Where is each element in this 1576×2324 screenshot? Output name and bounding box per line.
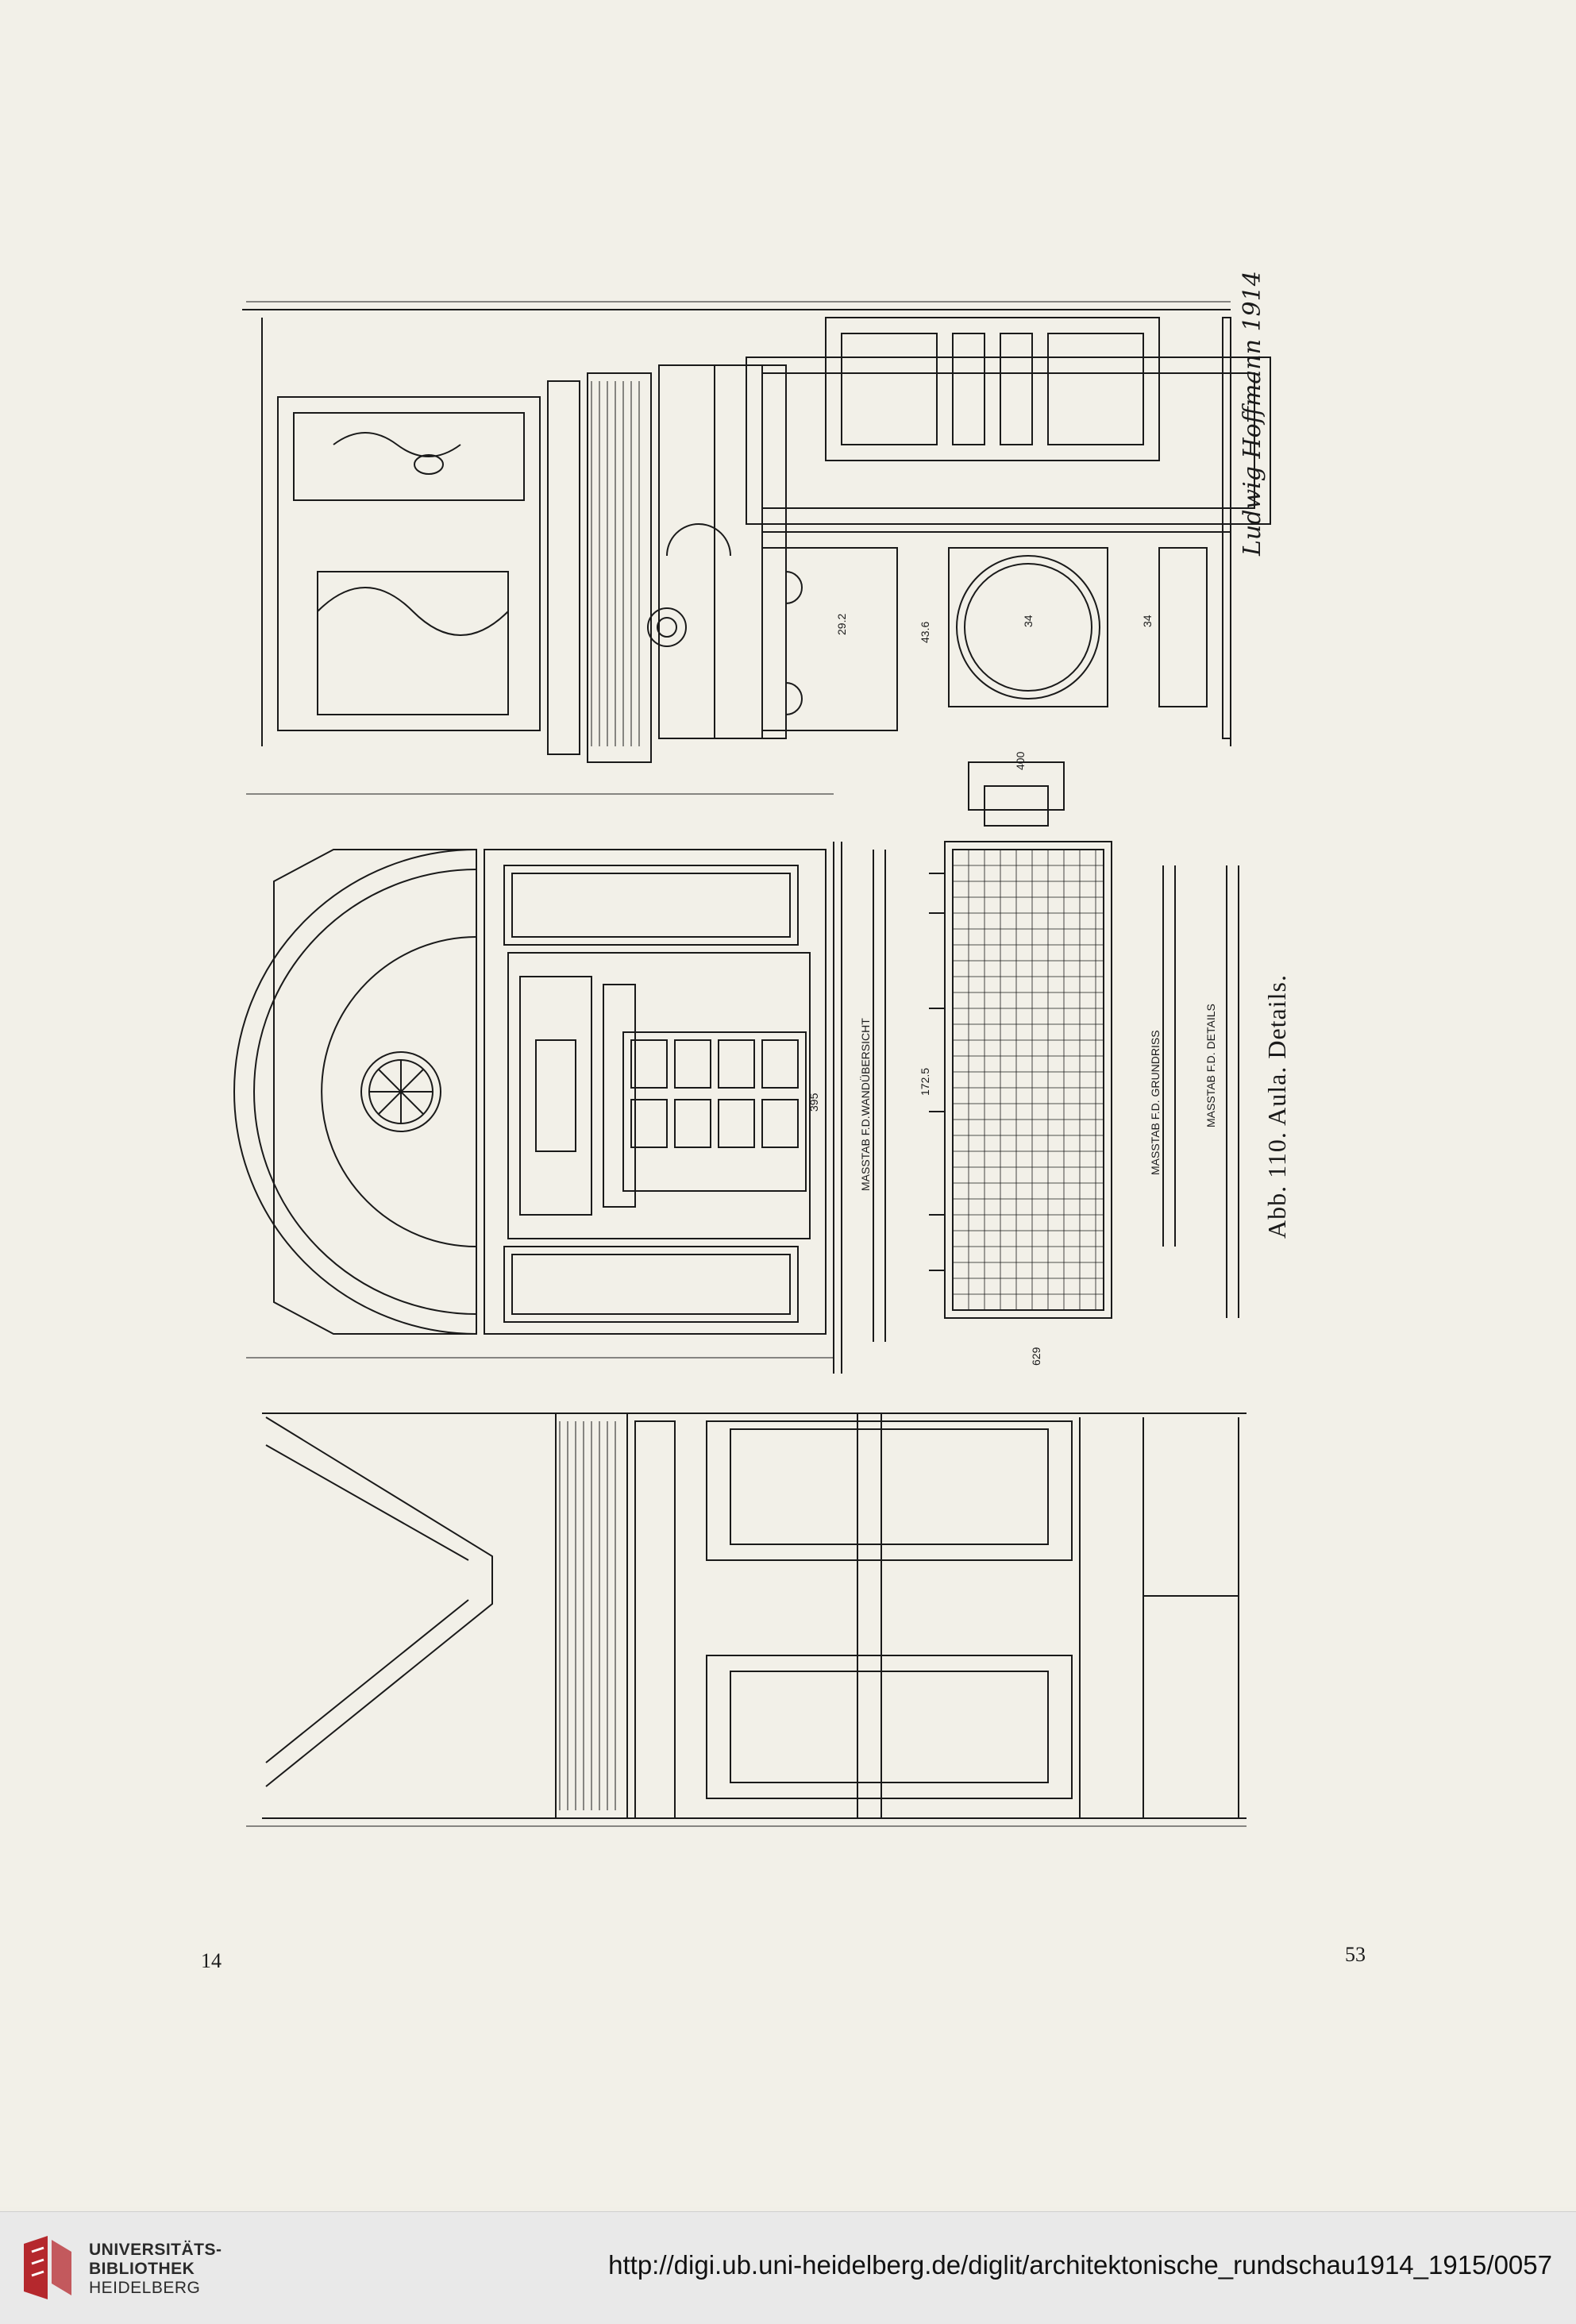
dim-plan-width: 172.5 [919, 1068, 931, 1096]
architect-signature: Ludwig Hoffmann 1914 [1239, 271, 1266, 556]
dim-column-d: 34 [1141, 615, 1154, 627]
dim-column-b: 43.6 [919, 622, 931, 643]
detail-elevation-drawing [242, 309, 1271, 763]
plate-caption: Abb. 110. Aula. Details. [1262, 974, 1291, 1239]
scale-label-plan: MASSTAB F.D. GRUNDRISS [1149, 1030, 1162, 1175]
dimension-lines [246, 301, 1247, 1827]
library-line3: HEIDELBERG [89, 2279, 201, 2297]
scale-bars [873, 850, 1239, 1342]
dim-top-width: 400 [1014, 751, 1027, 770]
floor-plan-drawing [929, 761, 1112, 1319]
dim-column-a: 29.2 [835, 614, 848, 635]
plan-grid [953, 850, 1104, 1310]
library-line1: UNIVERSITÄTS- [89, 2241, 222, 2259]
scanned-page: 29.2 43.6 34 34 395 172.5 400 629 MASSTA… [201, 271, 1366, 1972]
library-line2: BIBLIOTHEK [89, 2260, 195, 2278]
dim-column-c: 34 [1022, 615, 1035, 627]
page-number-left: 14 [201, 1949, 222, 1972]
scale-label-wall: MASSTAB F.D.WANDÜBERSICHT [858, 1018, 872, 1191]
dim-plan-length: 629 [1030, 1347, 1042, 1366]
library-name[interactable]: UNIVERSITÄTS- BIBLIOTHEK HEIDELBERG [89, 2241, 222, 2298]
library-footer: UNIVERSITÄTS- BIBLIOTHEK HEIDELBERG http… [0, 2211, 1576, 2324]
panel-detail-drawing [262, 1413, 1247, 1819]
page-number-right: 53 [1345, 1943, 1366, 1966]
scale-label-details: MASSTAB F.D. DETAILS [1204, 1004, 1217, 1127]
architectural-plate: 29.2 43.6 34 34 395 172.5 400 629 MASSTA… [233, 301, 1271, 1827]
university-library-logo-icon[interactable] [16, 2228, 95, 2307]
permalink-url[interactable]: http://digi.ub.uni-heidelberg.de/diglit/… [608, 2250, 1552, 2280]
wall-overview-drawing [233, 842, 842, 1374]
dim-wall-width: 395 [807, 1093, 820, 1112]
